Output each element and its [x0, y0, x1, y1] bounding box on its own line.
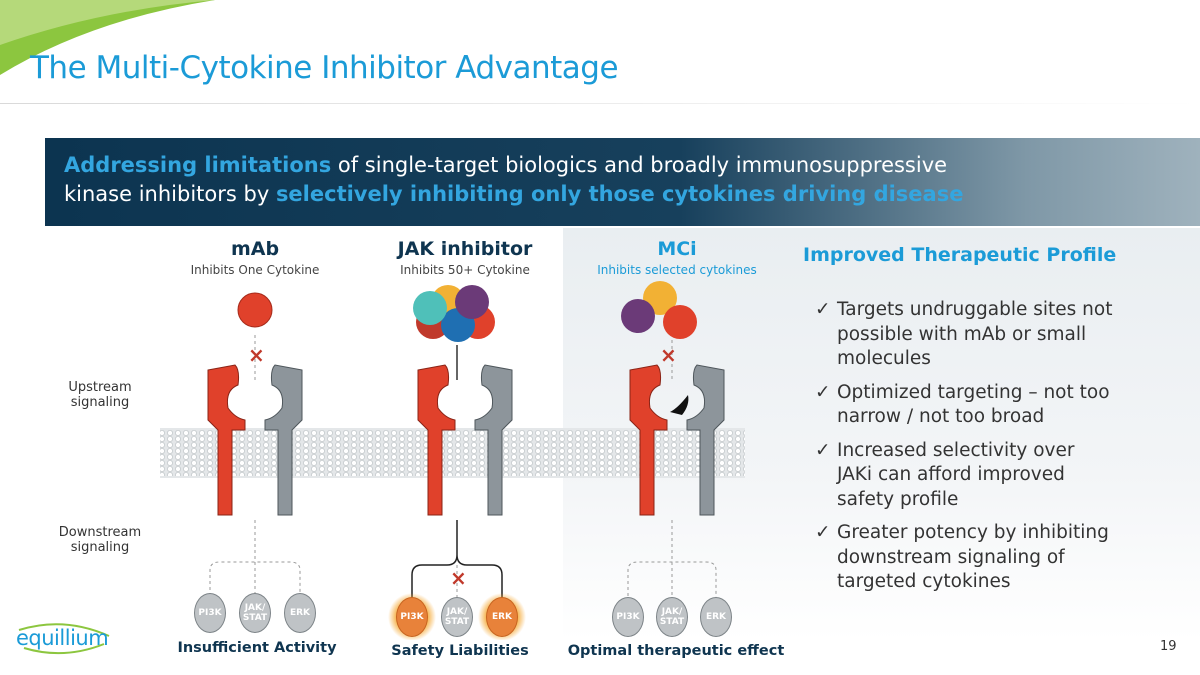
kinase-node-pi3k: PI3K [194, 593, 226, 633]
benefit-item: ✓ Greater potency by inhibiting downstrea… [815, 521, 1115, 595]
benefit-text: Targets undruggable sites not possible w… [837, 299, 1113, 369]
right-panel-title: Improved Therapeutic Profile [803, 244, 1117, 266]
kinase-node-jak-stat: JAK/ STAT [441, 597, 473, 637]
svg-text:×: × [450, 566, 467, 590]
column-heading-jak: JAK inhibitor [397, 238, 533, 260]
banner-text-2: kinase inhibitors by [64, 182, 276, 206]
receptor-pair [207, 364, 303, 516]
kinase-node-pi3k: PI3K [396, 597, 428, 637]
kinase-node-erk: ERK [700, 597, 732, 637]
kinase-node-jak-stat: JAK/ STAT [656, 597, 688, 637]
kinase-node-jak-stat: JAK/ STAT [239, 593, 271, 633]
check-icon: ✓ [815, 522, 831, 543]
svg-text:×: × [660, 343, 677, 367]
company-logo: equillium [14, 618, 114, 662]
page-number: 19 [1160, 639, 1177, 654]
summary-banner: Addressing limitations of single-target … [45, 138, 1200, 226]
check-icon: ✓ [815, 439, 831, 461]
benefit-text: Greater potency by inhibiting downstream… [837, 522, 1109, 592]
title-divider [0, 103, 1200, 104]
kinase-node-erk: ERK [284, 593, 316, 633]
banner-highlight-2: selectively inhibiting only those cytoki… [275, 182, 964, 206]
banner-text-1: of single-target biologics and broadly i… [331, 153, 948, 177]
decorative-swoosh [0, 0, 215, 75]
column-subheading-mab: Inhibits One Cytokine [190, 263, 320, 277]
check-icon: ✓ [815, 299, 831, 320]
cytokine [237, 292, 273, 328]
column-subheading-jak: Inhibits 50+ Cytokine [400, 263, 530, 277]
logo-text: equillium [16, 626, 109, 650]
check-icon: ✓ [815, 381, 831, 403]
kinase-node-pi3k: PI3K [612, 597, 644, 637]
benefit-item: ✓ Targets undruggable sites not possible … [815, 298, 1115, 372]
signaling-diagram: × × × [160, 281, 745, 640]
benefit-text: Optimized targeting – not too narrow / n… [837, 381, 1110, 428]
outcome-jak: Safety Liabilities [391, 643, 529, 659]
column-subheading-mci: Inhibits selected cytokines [597, 263, 757, 277]
page-title: The Multi-Cytokine Inhibitor Advantage [30, 50, 619, 86]
benefit-item: ✓ Increased selectivity over JAKi can aff… [815, 439, 1115, 513]
upstream-label: Upstream signaling [68, 380, 132, 410]
kinase-node-erk: ERK [486, 597, 518, 637]
blocked-x-icon: × [248, 343, 265, 367]
outcome-mci: Optimal therapeutic effect [567, 643, 785, 659]
column-heading-mab: mAb [230, 238, 280, 260]
downstream-label: Downstream signaling [58, 525, 142, 555]
benefit-item: ✓ Optimized targeting – not too narrow / … [815, 381, 1115, 430]
benefit-list: ✓ Targets undruggable sites not possible … [815, 298, 1115, 604]
banner-highlight-1: Addressing limitations [64, 153, 332, 177]
benefit-text: Increased selectivity over JAKi can affo… [837, 439, 1075, 510]
column-heading-mci: MCi [657, 238, 697, 260]
outcome-mab: Insufficient Activity [177, 640, 337, 656]
